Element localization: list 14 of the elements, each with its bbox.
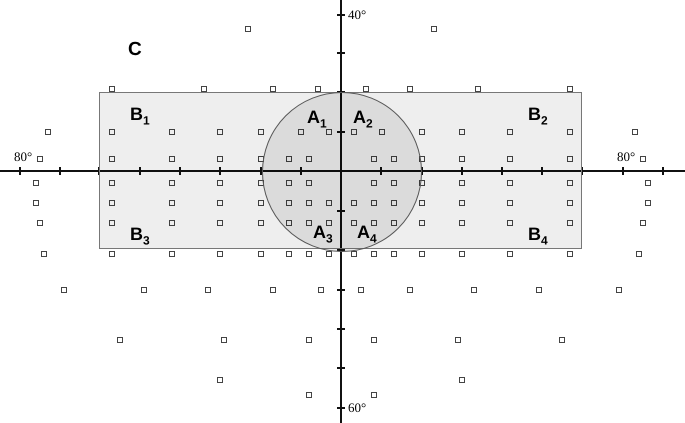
axis-label: 60°: [348, 401, 366, 415]
region-rectangle: [99, 92, 582, 249]
region-label: B$_{2}$: [528, 105, 548, 130]
region-label: A$_{2}$: [353, 108, 373, 133]
region-label: B$_{1}$: [130, 105, 150, 130]
region-label: A$_{1}$: [307, 108, 327, 133]
region-label: B$_{3}$: [130, 225, 150, 250]
region-label: B$_{4}$: [528, 225, 548, 250]
axis-label: 40°: [348, 8, 366, 22]
region-label: A$_{3}$: [313, 223, 333, 248]
region-label: C: [128, 40, 142, 60]
axis-label: 80°: [14, 150, 32, 164]
region-label: A$_{4}$: [357, 223, 377, 248]
axis-label: 80°: [617, 150, 636, 164]
